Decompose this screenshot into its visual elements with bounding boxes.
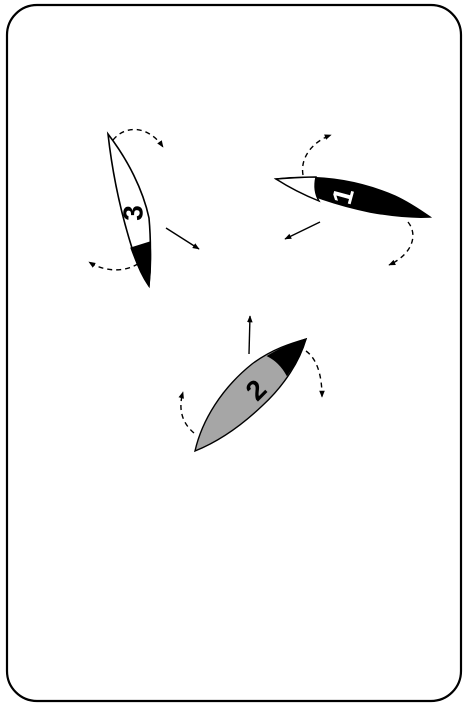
- boat-2-motion-arrow: [249, 316, 250, 354]
- card-border: [7, 5, 461, 701]
- boat-3-number: 3: [118, 205, 149, 221]
